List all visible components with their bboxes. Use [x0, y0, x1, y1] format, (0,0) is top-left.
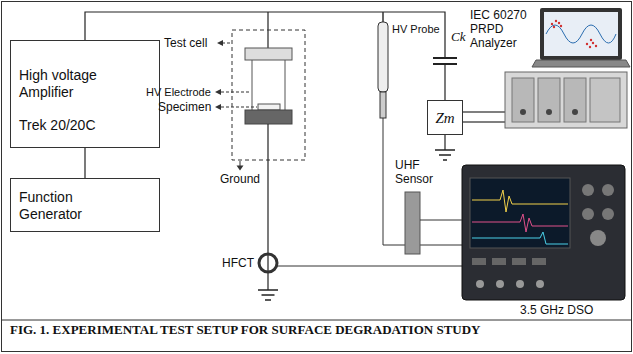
laptop-screen [540, 8, 622, 60]
prpd-sine [546, 25, 616, 43]
component-label: Ck [451, 30, 465, 44]
connector-line [84, 148, 85, 178]
prpd-pattern [551, 20, 597, 48]
leader-head [217, 40, 223, 46]
rack-connector [546, 109, 552, 115]
instrument-label: IEC 60270 PRPD Analyzer [470, 8, 536, 50]
scope-input [536, 280, 544, 288]
prpd-dot [555, 20, 557, 22]
scope-button [532, 258, 546, 265]
instrument-label: 3.5 GHz DSO [520, 303, 593, 317]
leader-head [215, 104, 221, 110]
oscilloscope [462, 165, 625, 300]
leader-head [215, 89, 221, 95]
ground-symbol [265, 299, 271, 301]
hfct-cable [277, 266, 462, 267]
rack-module [538, 78, 560, 122]
part-label: Ground [220, 172, 260, 186]
scope-input [476, 280, 484, 288]
analyzer-cable [463, 111, 505, 113]
box-title: High voltage Amplifier [19, 67, 129, 101]
analyzer-cable [463, 121, 505, 123]
rack-connector [572, 109, 578, 115]
box-title: Function Generator [19, 189, 109, 223]
scope-knob [602, 184, 614, 196]
prpd-dot [558, 22, 560, 24]
part-label: Specimen [158, 100, 211, 114]
uhf-cable [420, 220, 462, 221]
rack-module [590, 78, 620, 122]
cell-rod [285, 60, 286, 110]
rack-connector [520, 109, 526, 115]
ground-symbol [439, 154, 451, 156]
part-label: HV Electrode [146, 85, 211, 99]
hv-probe [380, 92, 386, 118]
generator-box: Function Generator [10, 178, 160, 232]
scope-button [512, 258, 526, 265]
scope-trace [472, 232, 568, 244]
leader-line [240, 161, 241, 166]
uhf-sensor [405, 192, 420, 254]
probe-label: HV Probe [392, 22, 440, 36]
specimen [258, 104, 280, 110]
prpd-dot [560, 25, 562, 27]
hfct-ring [259, 254, 277, 272]
scope-trace [472, 214, 568, 232]
prpd-dot [592, 42, 594, 44]
part-label: Test cell [164, 36, 207, 50]
scope-screen [470, 178, 570, 248]
ground-wire [267, 124, 268, 290]
ground-electrode [245, 110, 292, 124]
ground-wire [444, 135, 445, 150]
laptop-display [544, 12, 618, 56]
leader-line [222, 43, 232, 44]
scope-knob [602, 208, 614, 220]
scope-knob [582, 208, 594, 220]
rack-module [512, 78, 534, 122]
leader-line [221, 107, 257, 108]
prpd-dot [595, 45, 597, 47]
probe-cable [383, 118, 462, 245]
scope-knob [582, 184, 594, 196]
hv-electrode [245, 48, 292, 60]
leader-head [237, 166, 244, 171]
prpd-dot [589, 46, 591, 48]
capacitor-plate [433, 57, 457, 59]
impedance-box: Zm [427, 100, 463, 135]
prpd-dot [586, 43, 588, 45]
ground-symbol [262, 294, 275, 296]
ground-symbol [443, 159, 447, 161]
coupling-wire [444, 64, 445, 100]
amplifier-box: High voltage AmplifierTrek 20/20C [10, 40, 160, 148]
prpd-dot [590, 39, 592, 41]
scope-input [516, 280, 524, 288]
rack-module [564, 78, 586, 122]
prpd-dot [551, 23, 553, 25]
figure-caption: FIG. 1. EXPERIMENTAL TEST SETUP FOR SURF… [10, 322, 482, 337]
leader-line [221, 92, 251, 93]
hv-probe [378, 22, 388, 92]
scope-trace [472, 190, 568, 212]
laptop-base [532, 60, 630, 67]
ground-symbol [435, 149, 455, 151]
sensor-label: UHF Sensor [395, 158, 441, 186]
analyzer-rack [505, 72, 627, 128]
scope-knob [590, 230, 606, 246]
ground-symbol [258, 289, 278, 291]
caption-divider [2, 320, 632, 321]
box-title: Zm [435, 109, 454, 127]
connector [85, 148, 86, 178]
prpd-dot [553, 26, 555, 28]
sensor-label: HFCT [222, 256, 254, 270]
scope-input [496, 280, 504, 288]
scope-button [472, 258, 486, 265]
probe-tip [382, 12, 384, 22]
cell-rod [252, 60, 253, 110]
scope-button [492, 258, 506, 265]
box-subtitle: Trek 20/20C [19, 117, 151, 134]
